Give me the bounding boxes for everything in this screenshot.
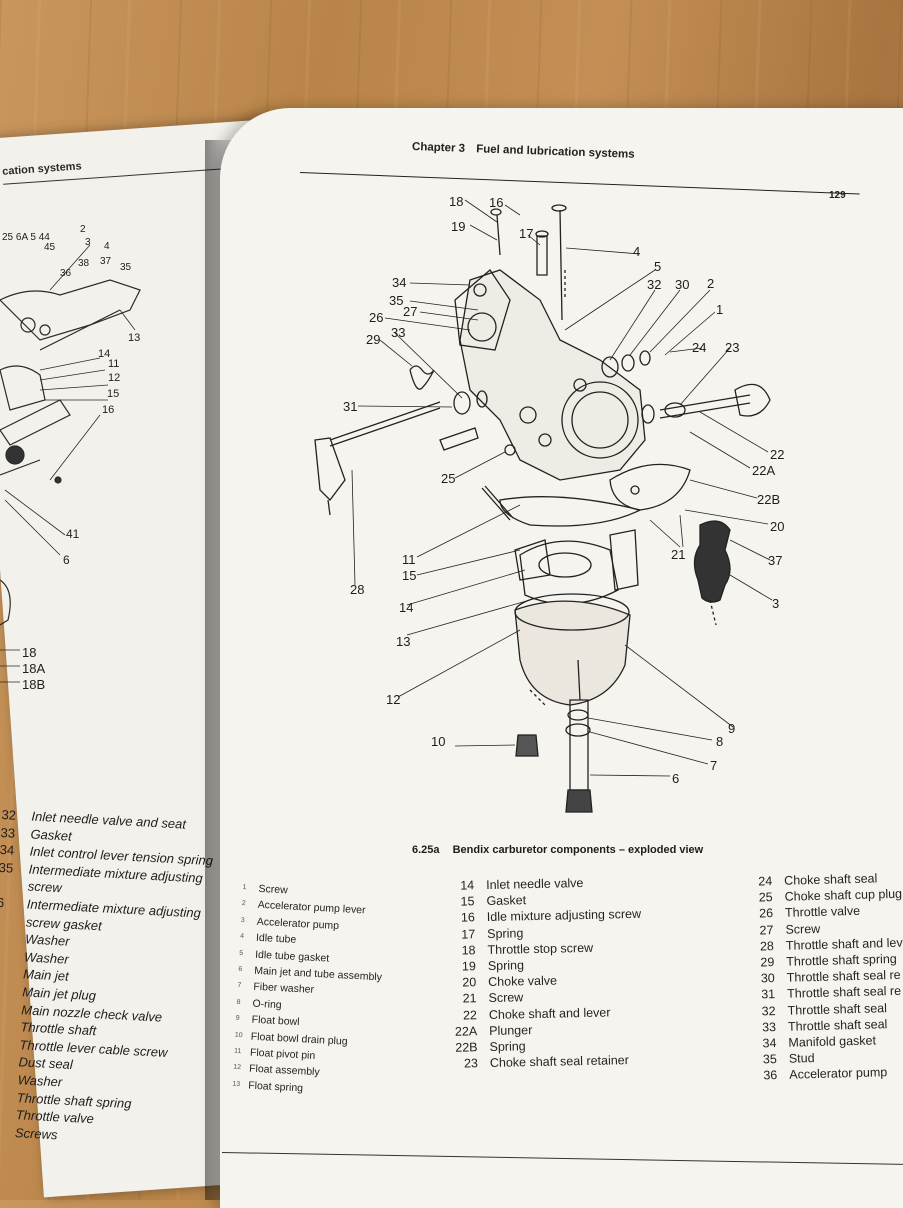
left-callout-4: 4 (104, 241, 110, 252)
left-callout-41: 41 (66, 527, 80, 541)
callout-23: 23 (725, 340, 740, 355)
left-callout-35: 35 (120, 262, 132, 273)
figure-caption-text: Bendix carburetor components – exploded … (452, 844, 704, 856)
callout-44: 44 (38, 232, 50, 243)
callout-18: 18 (449, 194, 464, 209)
callout-4: 4 (633, 244, 641, 259)
callout-2: 2 (707, 276, 715, 291)
callout-20: 20 (770, 519, 785, 534)
left-callout-38: 38 (78, 258, 90, 269)
callout-28: 28 (350, 582, 365, 597)
callout-13: 13 (396, 634, 411, 649)
callout-10: 10 (431, 734, 446, 749)
left-callout-11: 11 (108, 358, 120, 370)
callout-22A: 22A (752, 463, 776, 478)
callout-37: 37 (768, 553, 783, 568)
left-callout-14: 14 (98, 348, 111, 360)
callout-17: 17 (519, 226, 534, 241)
left-callout-15: 15 (107, 388, 120, 400)
left-callout-45: 45 (44, 242, 56, 253)
left-callout-12: 12 (108, 372, 121, 384)
callout-25: 25 (2, 232, 14, 243)
figure-number: 6.25a (412, 844, 440, 856)
callout-33: 33 (391, 325, 406, 340)
left-callout-16: 16 (102, 404, 115, 416)
callout-31: 31 (343, 399, 358, 414)
callout-9: 9 (728, 721, 736, 736)
callout-6A: 6A (15, 232, 28, 243)
callout-16: 16 (489, 195, 504, 210)
callout-15: 15 (402, 568, 417, 583)
left-callout-6: 6 (63, 553, 70, 567)
callout-14: 14 (399, 600, 414, 615)
callout-34: 34 (392, 275, 407, 290)
left-callout-3: 3 (85, 237, 91, 248)
callout-22: 22 (770, 447, 785, 462)
callout-5: 5 (30, 232, 36, 243)
callout-12: 12 (386, 692, 401, 707)
left-callout-18B: 18B (22, 677, 46, 692)
left-callout-13: 13 (128, 332, 141, 344)
left-diagram-fragment (0, 244, 141, 683)
page-number: 129 (829, 190, 846, 201)
callout-32: 32 (647, 277, 662, 292)
callout-35: 35 (389, 293, 404, 308)
callout-7: 7 (710, 758, 718, 773)
left-callout-36: 36 (60, 268, 72, 279)
callout-6: 6 (672, 771, 680, 786)
figure-caption: 6.25a Bendix carburetor components – exp… (412, 844, 703, 856)
callout-25: 25 (441, 471, 456, 486)
callout-3: 3 (772, 596, 780, 611)
callout-22B: 22B (757, 492, 781, 507)
left-callout-18: 18 (22, 645, 37, 660)
callout-5: 5 (654, 259, 662, 274)
callout-21: 21 (671, 547, 686, 562)
left-callout-2: 2 (80, 224, 86, 235)
callout-27: 27 (403, 304, 418, 319)
callout-8: 8 (716, 734, 724, 749)
callout-30: 30 (675, 277, 690, 292)
left-callout-37: 37 (100, 256, 112, 267)
callout-26: 26 (369, 310, 384, 325)
callout-24: 24 (692, 340, 707, 355)
callout-11: 11 (402, 552, 416, 567)
callout-1: 1 (716, 302, 724, 317)
left-callout-18A: 18A (22, 661, 46, 676)
callout-29: 29 (366, 332, 381, 347)
left-callout-group: 25 6A 5 44 (2, 232, 50, 243)
callout-19: 19 (451, 219, 466, 234)
